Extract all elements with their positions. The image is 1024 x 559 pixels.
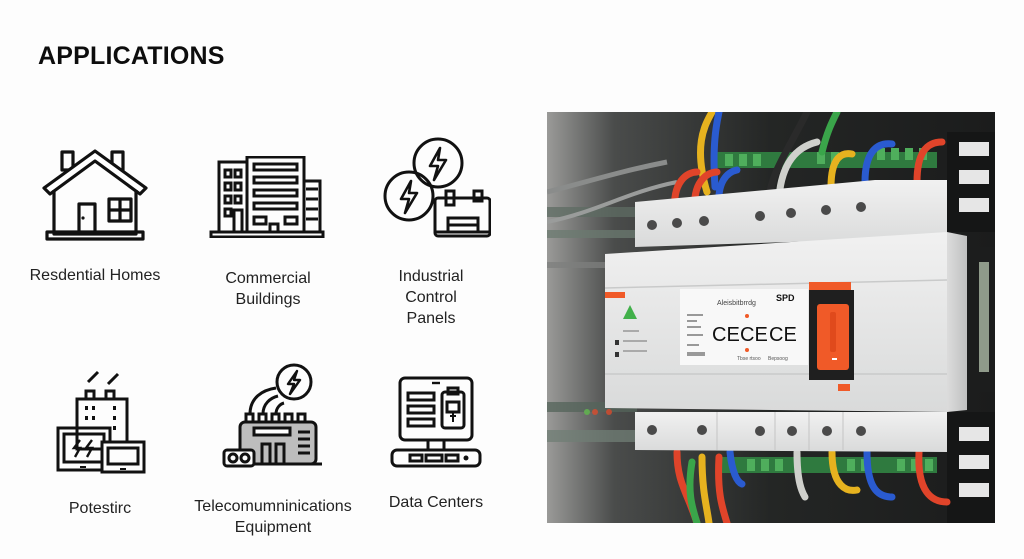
application-industrial: Industrial Control Panels — [361, 136, 501, 329]
spd-product-photo: Aleisbitbrrdg CE CE CE Tbse rtsoo Bepsoo… — [547, 112, 995, 523]
factory-monitors-icon — [56, 370, 146, 474]
data-center-computer-icon — [390, 376, 482, 468]
application-label: Industrial Control Panels — [398, 268, 464, 327]
application-residential: Resdential Homes — [25, 148, 165, 286]
application-label: Data Centers — [388, 494, 484, 511]
device-brand-text: Aleisbitbrrdg — [717, 300, 756, 307]
application-data-centers: Data Centers — [366, 372, 506, 513]
page-title: APPLICATIONS — [38, 42, 225, 70]
svg-text:Bepsoog: Bepsoog — [768, 356, 788, 362]
industrial-power-icon — [383, 137, 491, 238]
application-potestirc: Potestirc — [30, 370, 170, 519]
ce-mark: CE — [712, 324, 740, 346]
office-buildings-icon — [209, 156, 325, 238]
application-label: Commercial Buildings — [225, 270, 311, 308]
telecom-equipment-icon — [222, 363, 322, 468]
svg-text:Tbse rtsoo: Tbse rtsoo — [737, 356, 761, 362]
ce-mark: CE — [740, 324, 768, 346]
application-label: Potestirc — [68, 500, 132, 517]
application-label: Telecomumninications Equipment — [194, 498, 352, 536]
application-label: Resdential Homes — [29, 267, 161, 284]
application-commercial: Commercial Buildings — [198, 156, 338, 310]
application-telecom: Telecomumninications Equipment — [180, 362, 366, 538]
spd-label: SPD — [776, 293, 795, 303]
ce-mark: CE — [769, 324, 797, 346]
house-icon — [42, 149, 148, 241]
